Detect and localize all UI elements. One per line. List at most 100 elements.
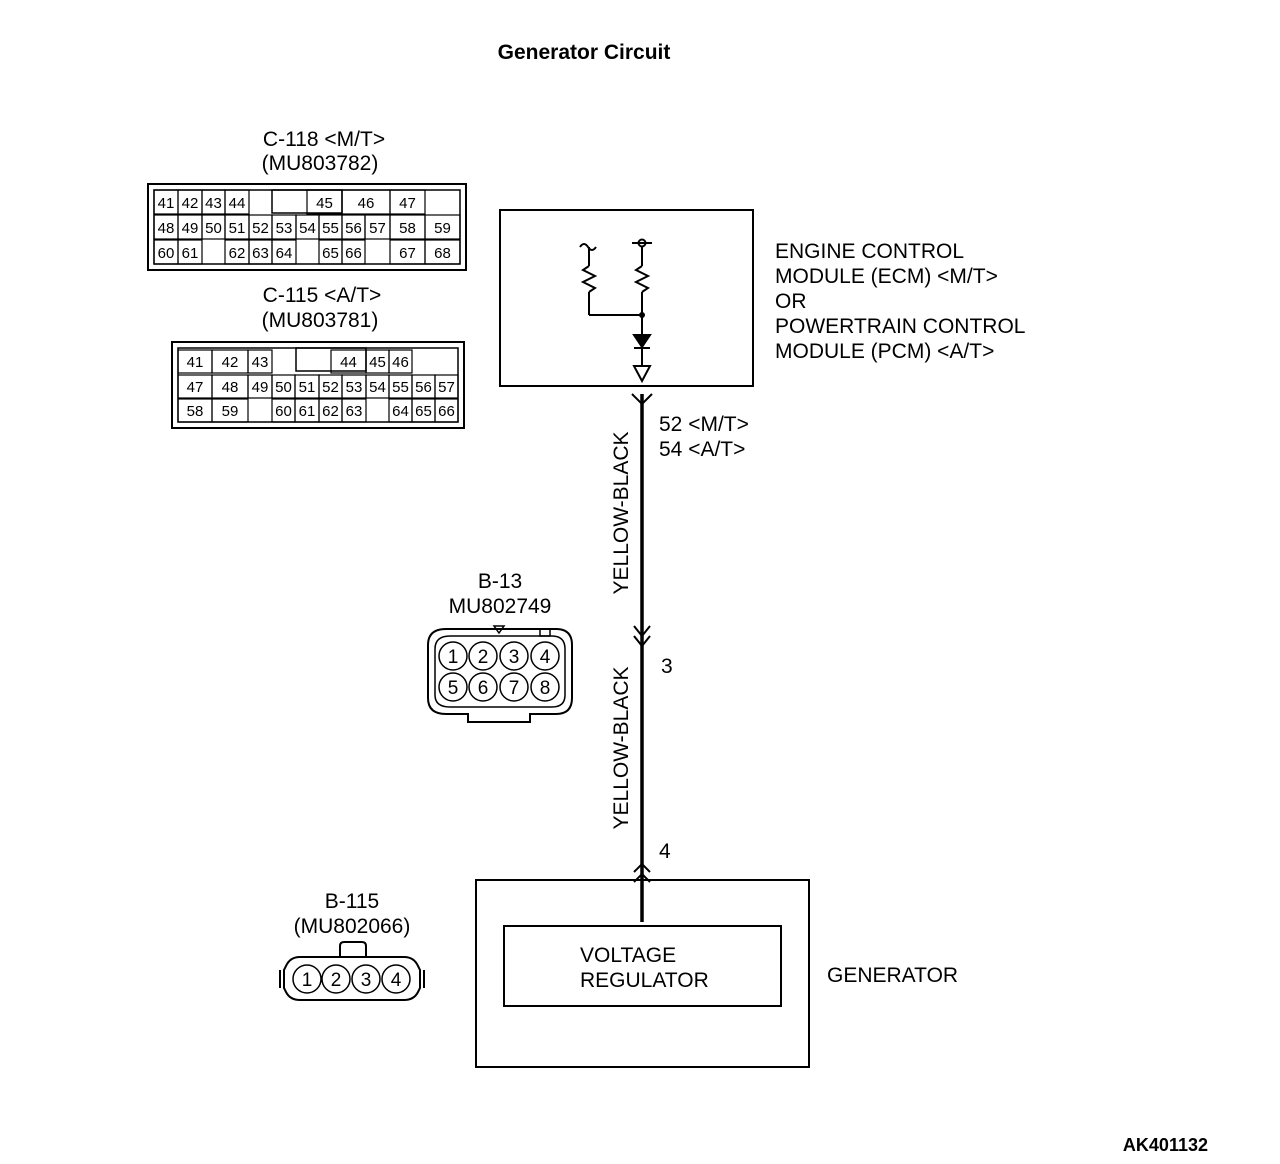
connector-pin-cell	[341, 239, 366, 265]
connector-pin-label: 2	[478, 647, 489, 668]
connector-pin-label: 59	[222, 403, 239, 420]
connector-pin-label: 63	[346, 403, 363, 420]
b115-part-number: (MU802066)	[294, 915, 411, 938]
ecm-label-line-1: ENGINE CONTROL	[775, 240, 964, 263]
connector-pin	[351, 964, 381, 994]
connector-pin-label: 59	[434, 220, 451, 237]
connector-pin-label: 64	[392, 403, 409, 420]
generator-terminal-number: 4	[659, 840, 671, 863]
connector-pin-label: 62	[322, 403, 339, 420]
connector-pin-label: 49	[182, 220, 199, 237]
connector-pin-label: 6	[478, 678, 489, 699]
generator-chevron-upper	[633, 862, 651, 873]
connector-pin-label: 44	[229, 195, 246, 212]
connector-pin	[530, 672, 560, 702]
junction-dot	[639, 312, 645, 318]
connector-pin-label: 1	[448, 647, 459, 668]
figure-code: AK401132	[1123, 1135, 1208, 1155]
ecm-label-line-2: MODULE (ECM) <M/T>	[775, 265, 998, 288]
connector-pin-label: 41	[187, 354, 204, 371]
connector-pin	[321, 964, 351, 994]
connector-pin	[468, 672, 498, 702]
connector-pin-label: 50	[275, 379, 292, 396]
connector-pin	[499, 672, 529, 702]
connector-pin-label: 46	[392, 354, 409, 371]
connector-pin-label: 2	[331, 970, 342, 991]
ecm-pcm-box	[499, 209, 754, 387]
connector-pin-label: 58	[187, 403, 204, 420]
connector-pin-label: 65	[415, 403, 432, 420]
voltage-regulator-label-2: REGULATOR	[580, 969, 709, 992]
ecm-internal-circuit	[579, 238, 652, 384]
connector-pin	[438, 641, 468, 671]
connector-pin-label: 61	[299, 403, 316, 420]
connector-pin-label: 68	[434, 245, 451, 262]
connector-pin-label: 7	[509, 678, 520, 699]
connector-pin-label: 63	[252, 245, 269, 262]
connector-pin-label: 43	[205, 195, 222, 212]
connector-pin-label: 60	[275, 403, 292, 420]
connector-pin-label: 47	[187, 379, 204, 396]
connector-pin-label: 45	[316, 195, 333, 212]
c118-part-number: (MU803782)	[262, 152, 379, 175]
connector-pin-label: 47	[399, 195, 416, 212]
c115-part-number: (MU803781)	[262, 309, 379, 332]
c115-name: C-115 <A/T>	[263, 284, 382, 307]
connector-pin-label: 54	[299, 220, 316, 237]
ecm-label-line-4: POWERTRAIN CONTROL	[775, 315, 1025, 338]
connector-pin-label: 58	[399, 220, 416, 237]
generator-label: GENERATOR	[827, 964, 958, 987]
connector-pin-label: 8	[540, 678, 551, 699]
b13-chevron-lower	[633, 635, 651, 648]
connector-pin-label: 57	[438, 379, 455, 396]
connector-pin	[438, 672, 468, 702]
connector-pin-label: 66	[438, 403, 455, 420]
connector-pin	[292, 964, 322, 994]
b13-connector-face	[427, 625, 573, 723]
connector-pin-label: 55	[392, 379, 409, 396]
connector-pin-label: 44	[340, 354, 357, 371]
connector-pin-cell	[211, 398, 249, 423]
connector-pin-label: 49	[252, 379, 269, 396]
connector-pin-label: 65	[322, 245, 339, 262]
connector-pin-label: 52	[322, 379, 339, 396]
ecm-label-line-3: OR	[775, 290, 807, 313]
connector-pin-cell	[424, 214, 461, 240]
b115-connector-face	[279, 941, 425, 1001]
wire-color-lower: YELLOW-BLACK	[610, 666, 633, 829]
connector-pin	[381, 964, 411, 994]
connector-pin-label: 53	[276, 220, 293, 237]
connector-pin-label: 66	[345, 245, 362, 262]
connector-pin-label: 56	[415, 379, 432, 396]
connector-pin-label: 62	[229, 245, 246, 262]
diagram-title: Generator Circuit	[498, 41, 671, 64]
ecm-terminal-chevron	[631, 393, 653, 406]
connector-pin-label: 3	[509, 647, 520, 668]
connector-pin-label: 52	[252, 220, 269, 237]
connector-pin-cell	[271, 239, 297, 265]
connector-pin-cell	[434, 398, 459, 423]
connector-pin-label: 61	[182, 245, 199, 262]
connector-pin-label: 56	[345, 220, 362, 237]
connector-pin-cell	[388, 349, 413, 374]
connector-pin-label: 50	[205, 220, 222, 237]
connector-pin-label: 67	[399, 245, 416, 262]
ecm-terminal-mt: 52 <M/T>	[659, 413, 749, 436]
b13-terminal-number: 3	[661, 655, 673, 678]
connector-pin-cell	[434, 374, 459, 399]
connector-pin-label: 54	[369, 379, 386, 396]
voltage-regulator-box	[503, 925, 782, 1007]
ecm-label-line-5: MODULE (PCM) <A/T>	[775, 340, 994, 363]
connector-pin-label: 53	[346, 379, 363, 396]
b13-part-number: MU802749	[449, 595, 552, 618]
connector-pin-label: 1	[302, 970, 313, 991]
b13-chevron-upper	[633, 625, 651, 638]
connector-pin-label: 41	[158, 195, 175, 212]
connector-pin	[468, 641, 498, 671]
connector-pin-cell	[224, 189, 250, 215]
connector-pin-label: 48	[158, 220, 175, 237]
